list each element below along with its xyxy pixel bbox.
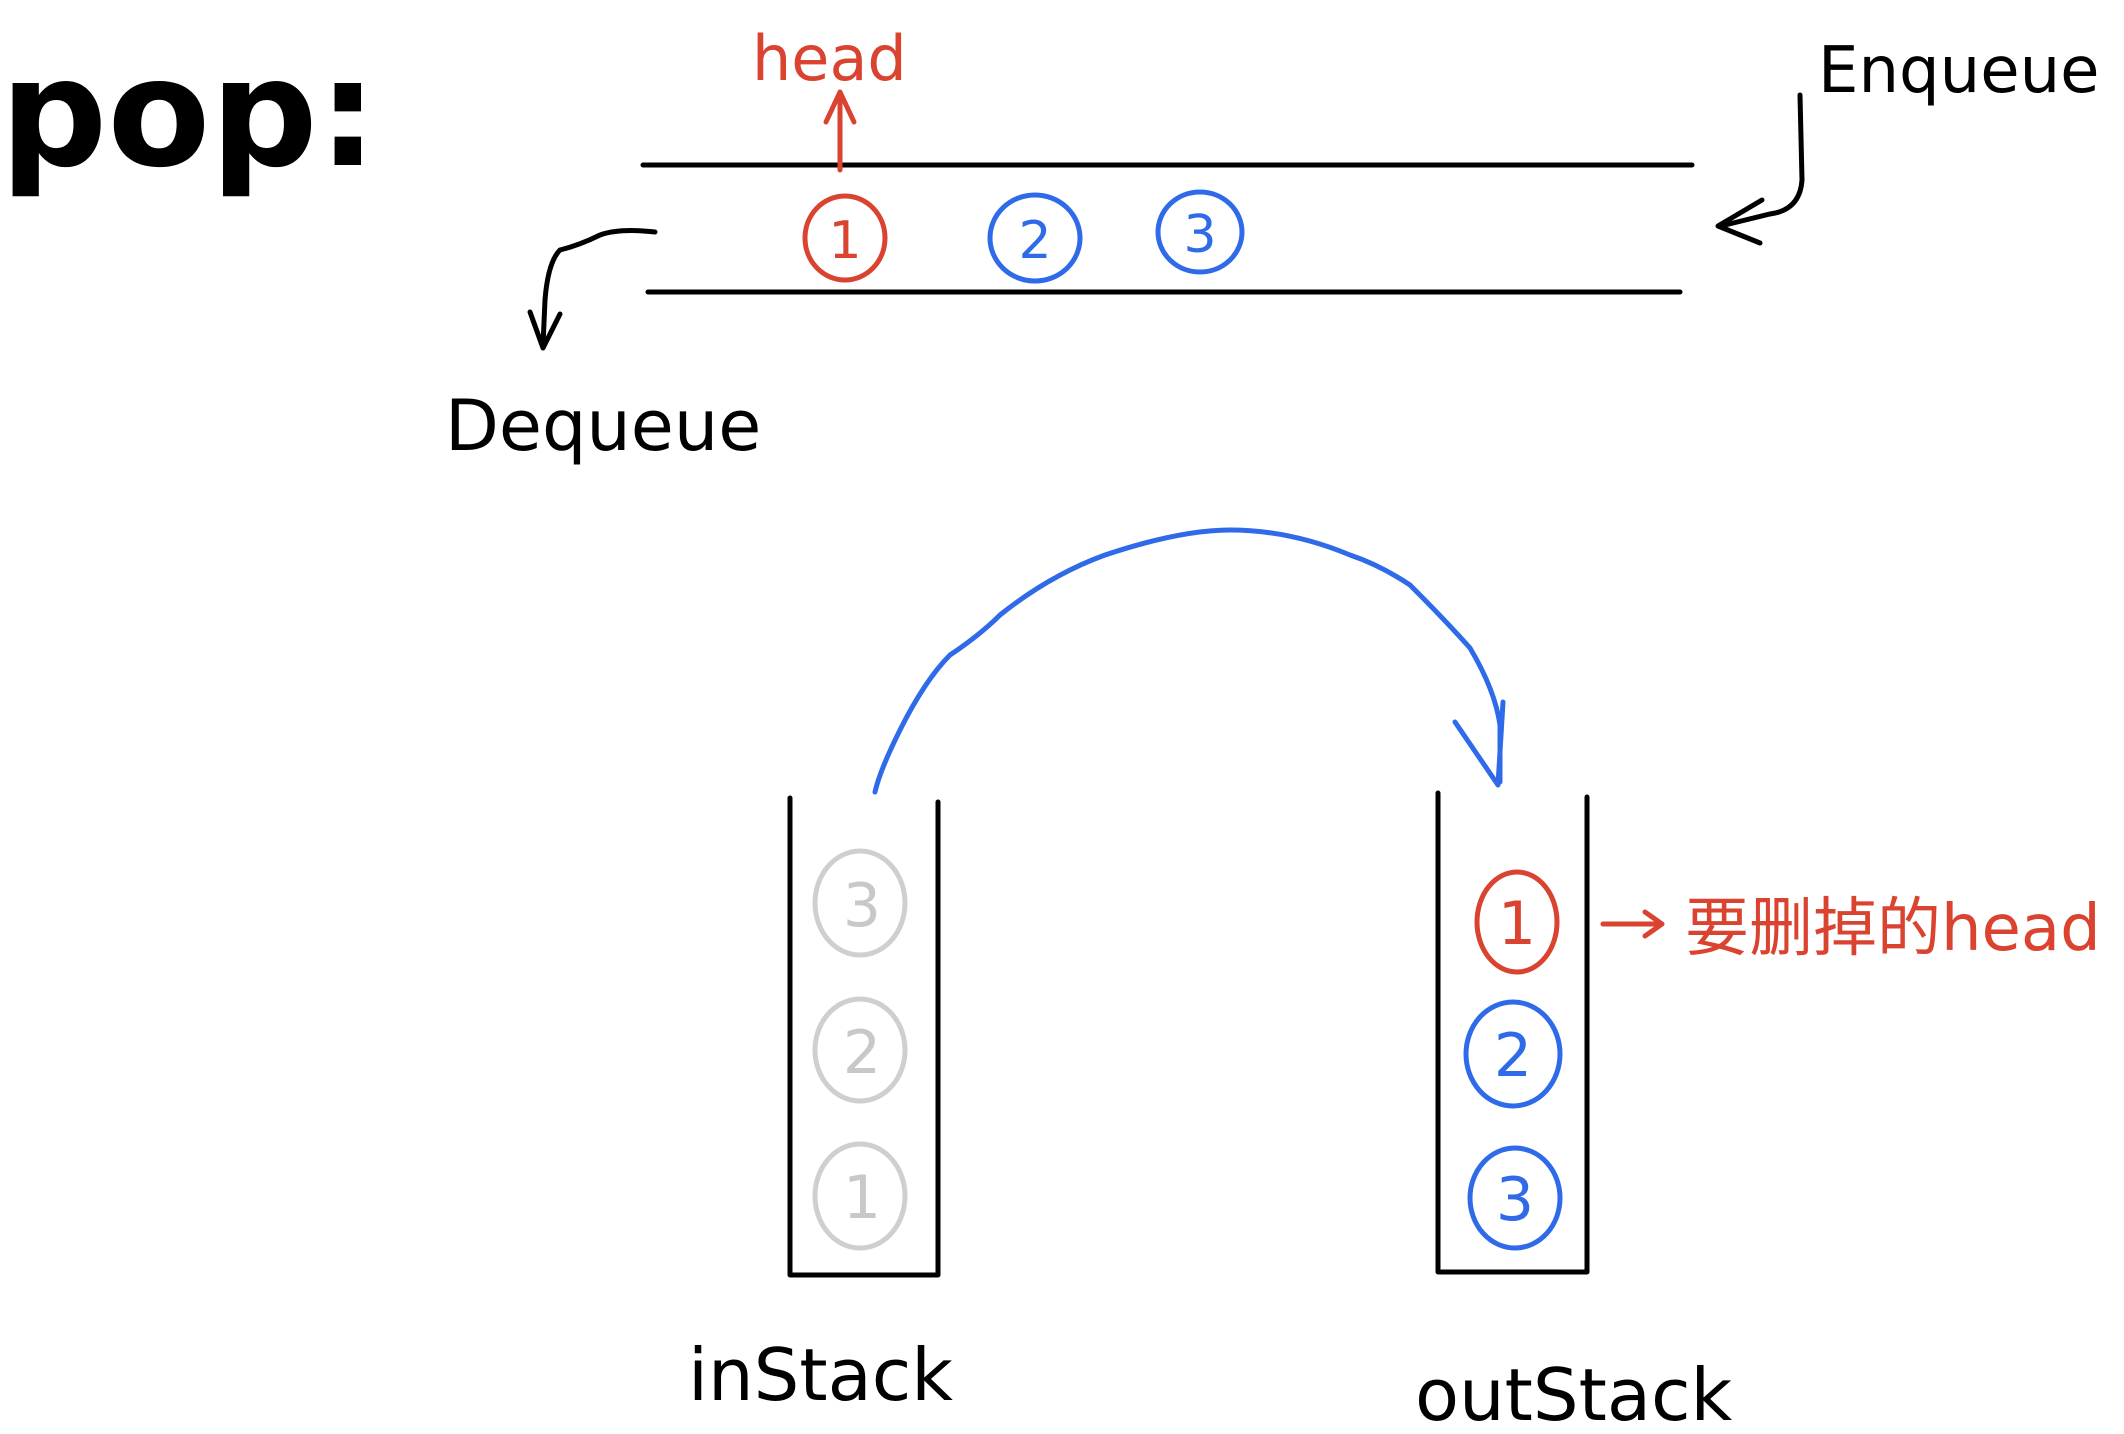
in-stack-item: 1	[812, 1141, 908, 1251]
in-stack-label: inStack	[688, 1333, 953, 1417]
queue-item-value: 3	[1183, 205, 1216, 265]
stack-item-circle	[1467, 1145, 1563, 1251]
out-stack-item: 1	[1474, 869, 1560, 975]
stack-item-circle	[812, 848, 908, 958]
queue-item: 3	[1155, 189, 1245, 275]
out-stack: 1 2 3 要删掉的head outStack	[1415, 790, 2101, 1434]
queue-item-value: 2	[1018, 211, 1051, 271]
head-annotation: 要删掉的head	[1685, 892, 2101, 966]
queue-item-circle	[802, 193, 888, 283]
in-stack-item: 2	[812, 996, 908, 1104]
out-stack-label: outStack	[1415, 1353, 1733, 1434]
queue-item: 2	[987, 192, 1083, 284]
queue-item: 1	[802, 193, 888, 283]
in-stack-item: 3	[812, 848, 908, 958]
queue: head Enqueue Dequeue 1 2 3	[445, 22, 2100, 467]
in-stack: 3 2 1 inStack	[688, 795, 953, 1417]
enqueue-label: Enqueue	[1818, 34, 2100, 108]
enqueue-arrow-tip	[1715, 197, 1765, 246]
stack-item-value: 2	[1494, 1021, 1532, 1091]
dequeue-label: Dequeue	[445, 385, 761, 467]
stack-item-value: 1	[843, 1163, 881, 1233]
out-stack-item: 3	[1467, 1145, 1563, 1251]
out-stack-item: 2	[1463, 999, 1563, 1109]
transfer-arrow-tip	[1452, 699, 1506, 788]
stack-item-circle	[812, 1141, 908, 1251]
stack-item-circle	[1463, 999, 1563, 1109]
queue-item-value: 1	[828, 211, 861, 271]
transfer-arrow	[872, 527, 1503, 795]
stack-item-value: 1	[1498, 889, 1536, 959]
stack-item-circle	[1474, 869, 1560, 975]
dequeue-arrow	[540, 228, 658, 348]
head-arrow-tip	[823, 89, 857, 125]
head-label: head	[752, 22, 907, 95]
out-stack-container	[1435, 790, 1590, 1275]
dequeue-arrow-tip	[527, 309, 563, 351]
stack-item-circle	[812, 996, 908, 1104]
stack-item-value: 3	[843, 871, 881, 941]
annotation-arrow-tip	[1642, 909, 1665, 939]
enqueue-arrow	[1722, 92, 1805, 228]
queue-item-circle	[987, 192, 1083, 284]
in-stack-container	[787, 795, 941, 1278]
stack-item-value: 3	[1496, 1165, 1534, 1235]
stack-item-value: 2	[843, 1018, 881, 1088]
queue-item-circle	[1155, 189, 1245, 275]
page-title: pop:	[0, 27, 378, 201]
